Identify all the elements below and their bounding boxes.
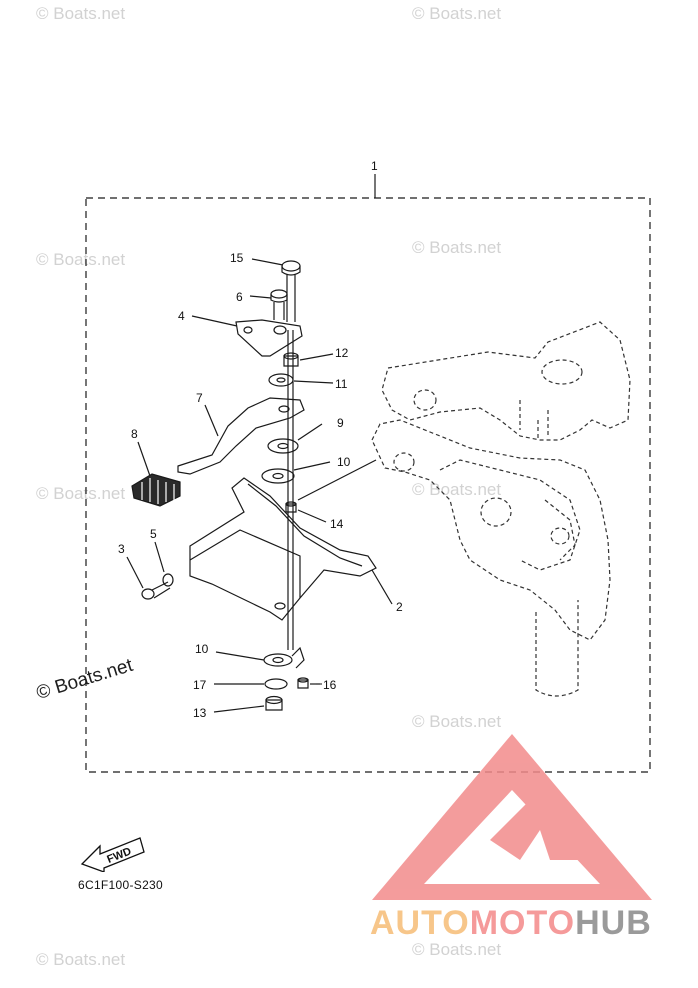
leader-line	[297, 459, 377, 501]
callout-15: 15	[230, 251, 244, 265]
callout-13: 13	[193, 706, 207, 720]
callout-11: 11	[335, 377, 348, 391]
washer-10-lower	[263, 646, 305, 669]
bracket-4	[235, 319, 303, 357]
leader-line	[297, 423, 323, 441]
washer-11	[268, 373, 294, 387]
watermark: © Boats.net	[36, 484, 126, 503]
bolt-15	[281, 260, 301, 322]
callout-17: 17	[193, 678, 207, 692]
washer-5	[162, 573, 174, 587]
leader-line	[154, 541, 165, 573]
plate-2	[189, 477, 377, 621]
callout-9: 9	[337, 416, 344, 430]
grip-8	[131, 473, 181, 507]
brand-part1: AUTO	[370, 904, 470, 942]
assembly-boundary	[85, 197, 651, 773]
watermark: © Boats.net	[412, 4, 502, 23]
watermark: © Boats.net	[412, 940, 502, 959]
leader-line	[251, 258, 284, 266]
leader-line	[126, 556, 144, 589]
watermark: © Boats.net	[36, 4, 126, 23]
nut-12	[283, 352, 299, 367]
nut-16	[297, 677, 309, 689]
leader-line	[137, 441, 151, 477]
leader-line	[297, 509, 327, 523]
watermark: © Boats.net	[412, 238, 502, 257]
callout-5: 5	[150, 527, 157, 541]
automotohub-logo-icon	[372, 734, 652, 900]
watermark: © Boats.net	[412, 480, 502, 499]
callout-3: 3	[118, 542, 125, 556]
callout-8: 8	[131, 427, 138, 441]
swivel-bracket-outline	[371, 321, 631, 697]
callout-10: 10	[195, 642, 209, 656]
nut-13	[265, 695, 283, 711]
leader-line	[293, 380, 334, 384]
fwd-label: FWD	[105, 845, 133, 866]
leader-line	[213, 705, 265, 713]
forward-arrow-icon: FWD	[80, 837, 145, 872]
callout-6: 6	[236, 290, 243, 304]
bolt-3	[141, 581, 171, 600]
watermark: © Boats.net	[412, 712, 502, 731]
brand-wordmark: AUTOMOTOHUB	[370, 904, 652, 943]
pin-6	[270, 289, 288, 320]
leader-line	[371, 569, 393, 605]
watermark: © Boats.net	[36, 950, 126, 969]
callout-7: 7	[196, 391, 203, 405]
leader-line	[249, 295, 272, 299]
callout-12: 12	[335, 346, 349, 360]
brand-part3: HUB	[575, 904, 652, 942]
leader-line	[293, 461, 331, 471]
callout-16: 16	[323, 678, 337, 692]
diagram-code: 6C1F100-S230	[78, 878, 163, 892]
callout-2: 2	[396, 600, 403, 614]
washer-10-upper	[261, 468, 295, 484]
callout-4: 4	[178, 309, 185, 323]
callout-1: 1	[371, 159, 378, 173]
brand-part2: MOTO	[469, 904, 576, 942]
shift-lever-7	[177, 397, 305, 475]
leader-line	[215, 651, 265, 661]
leader-line	[299, 353, 334, 361]
washer-17	[264, 678, 288, 690]
watermark: © Boats.net	[36, 250, 126, 269]
callout-10: 10	[337, 455, 351, 469]
callout-14: 14	[330, 517, 344, 531]
leader-line	[204, 404, 219, 437]
leader-line	[191, 315, 238, 327]
